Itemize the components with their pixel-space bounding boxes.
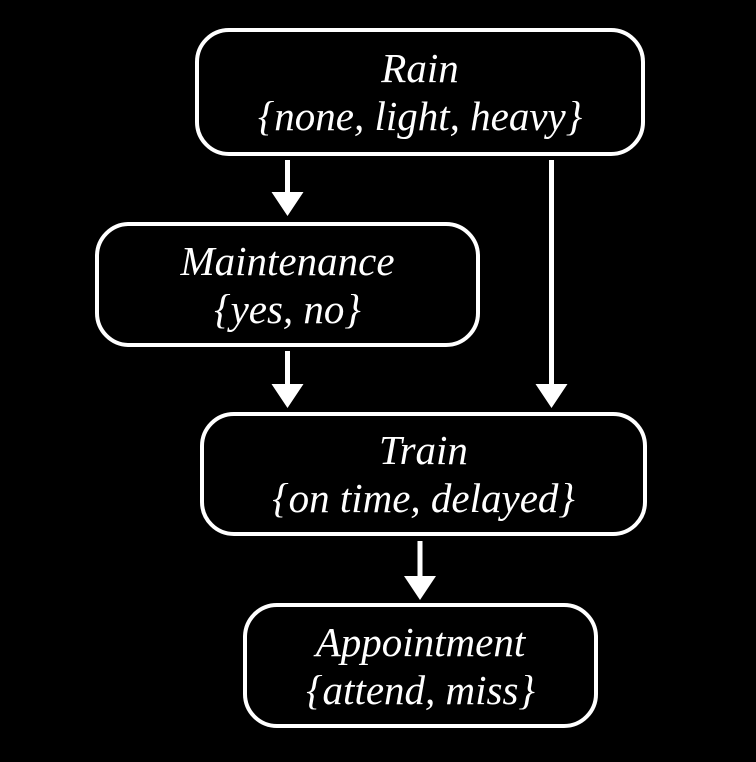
node-maintenance: Maintenance {yes, no}: [95, 222, 480, 347]
arrow-head: [271, 384, 304, 408]
arrow-head: [271, 192, 304, 216]
arrow-head: [535, 384, 568, 408]
node-train-title: Train: [379, 427, 468, 473]
node-train: Train {on time, delayed}: [200, 412, 647, 536]
arrow-head: [404, 576, 436, 600]
node-rain-domain: {none, light, heavy}: [257, 93, 583, 139]
edge-maintenance-to-train: [271, 351, 304, 408]
edge-rain-to-train: [535, 160, 568, 408]
node-rain: Rain {none, light, heavy}: [195, 28, 645, 156]
node-maintenance-domain: {yes, no}: [214, 285, 361, 332]
node-train-domain: {on time, delayed}: [272, 475, 575, 521]
edge-train-to-appointment: [404, 541, 436, 600]
edge-rain-to-maintenance: [271, 160, 304, 216]
node-appointment: Appointment {attend, miss}: [243, 603, 598, 728]
node-rain-title: Rain: [381, 45, 459, 91]
node-appointment-domain: {attend, miss}: [306, 666, 535, 713]
node-maintenance-title: Maintenance: [180, 237, 395, 284]
node-appointment-title: Appointment: [315, 618, 526, 665]
